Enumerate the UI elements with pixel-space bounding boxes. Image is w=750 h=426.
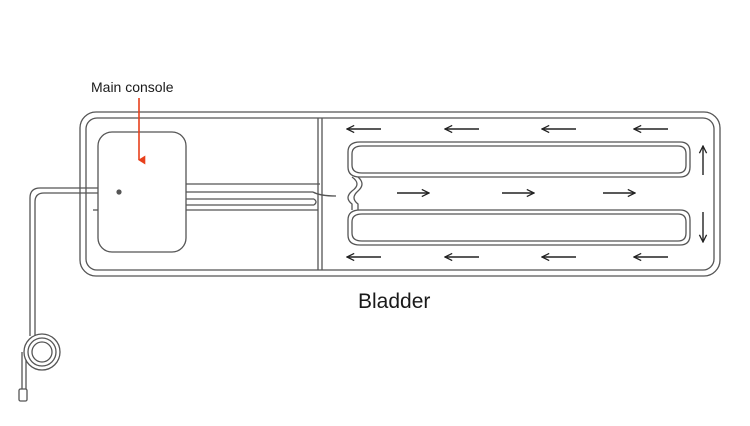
cord-coil (23, 333, 61, 371)
main-console-label: Main console (91, 79, 174, 95)
bladder-label: Bladder (358, 290, 431, 313)
bladder-mat-inner (85, 117, 715, 271)
bladder-upper-cell (347, 141, 691, 178)
flow-arrows-group (347, 129, 703, 257)
power-cord (29, 187, 98, 336)
console-indicator-dot (116, 189, 122, 195)
main-console (97, 131, 187, 253)
bladder-crossover (347, 176, 358, 210)
bladder-mat-outer (79, 111, 721, 277)
bladder-lower-cell (347, 209, 691, 246)
cord-connector (18, 388, 28, 402)
